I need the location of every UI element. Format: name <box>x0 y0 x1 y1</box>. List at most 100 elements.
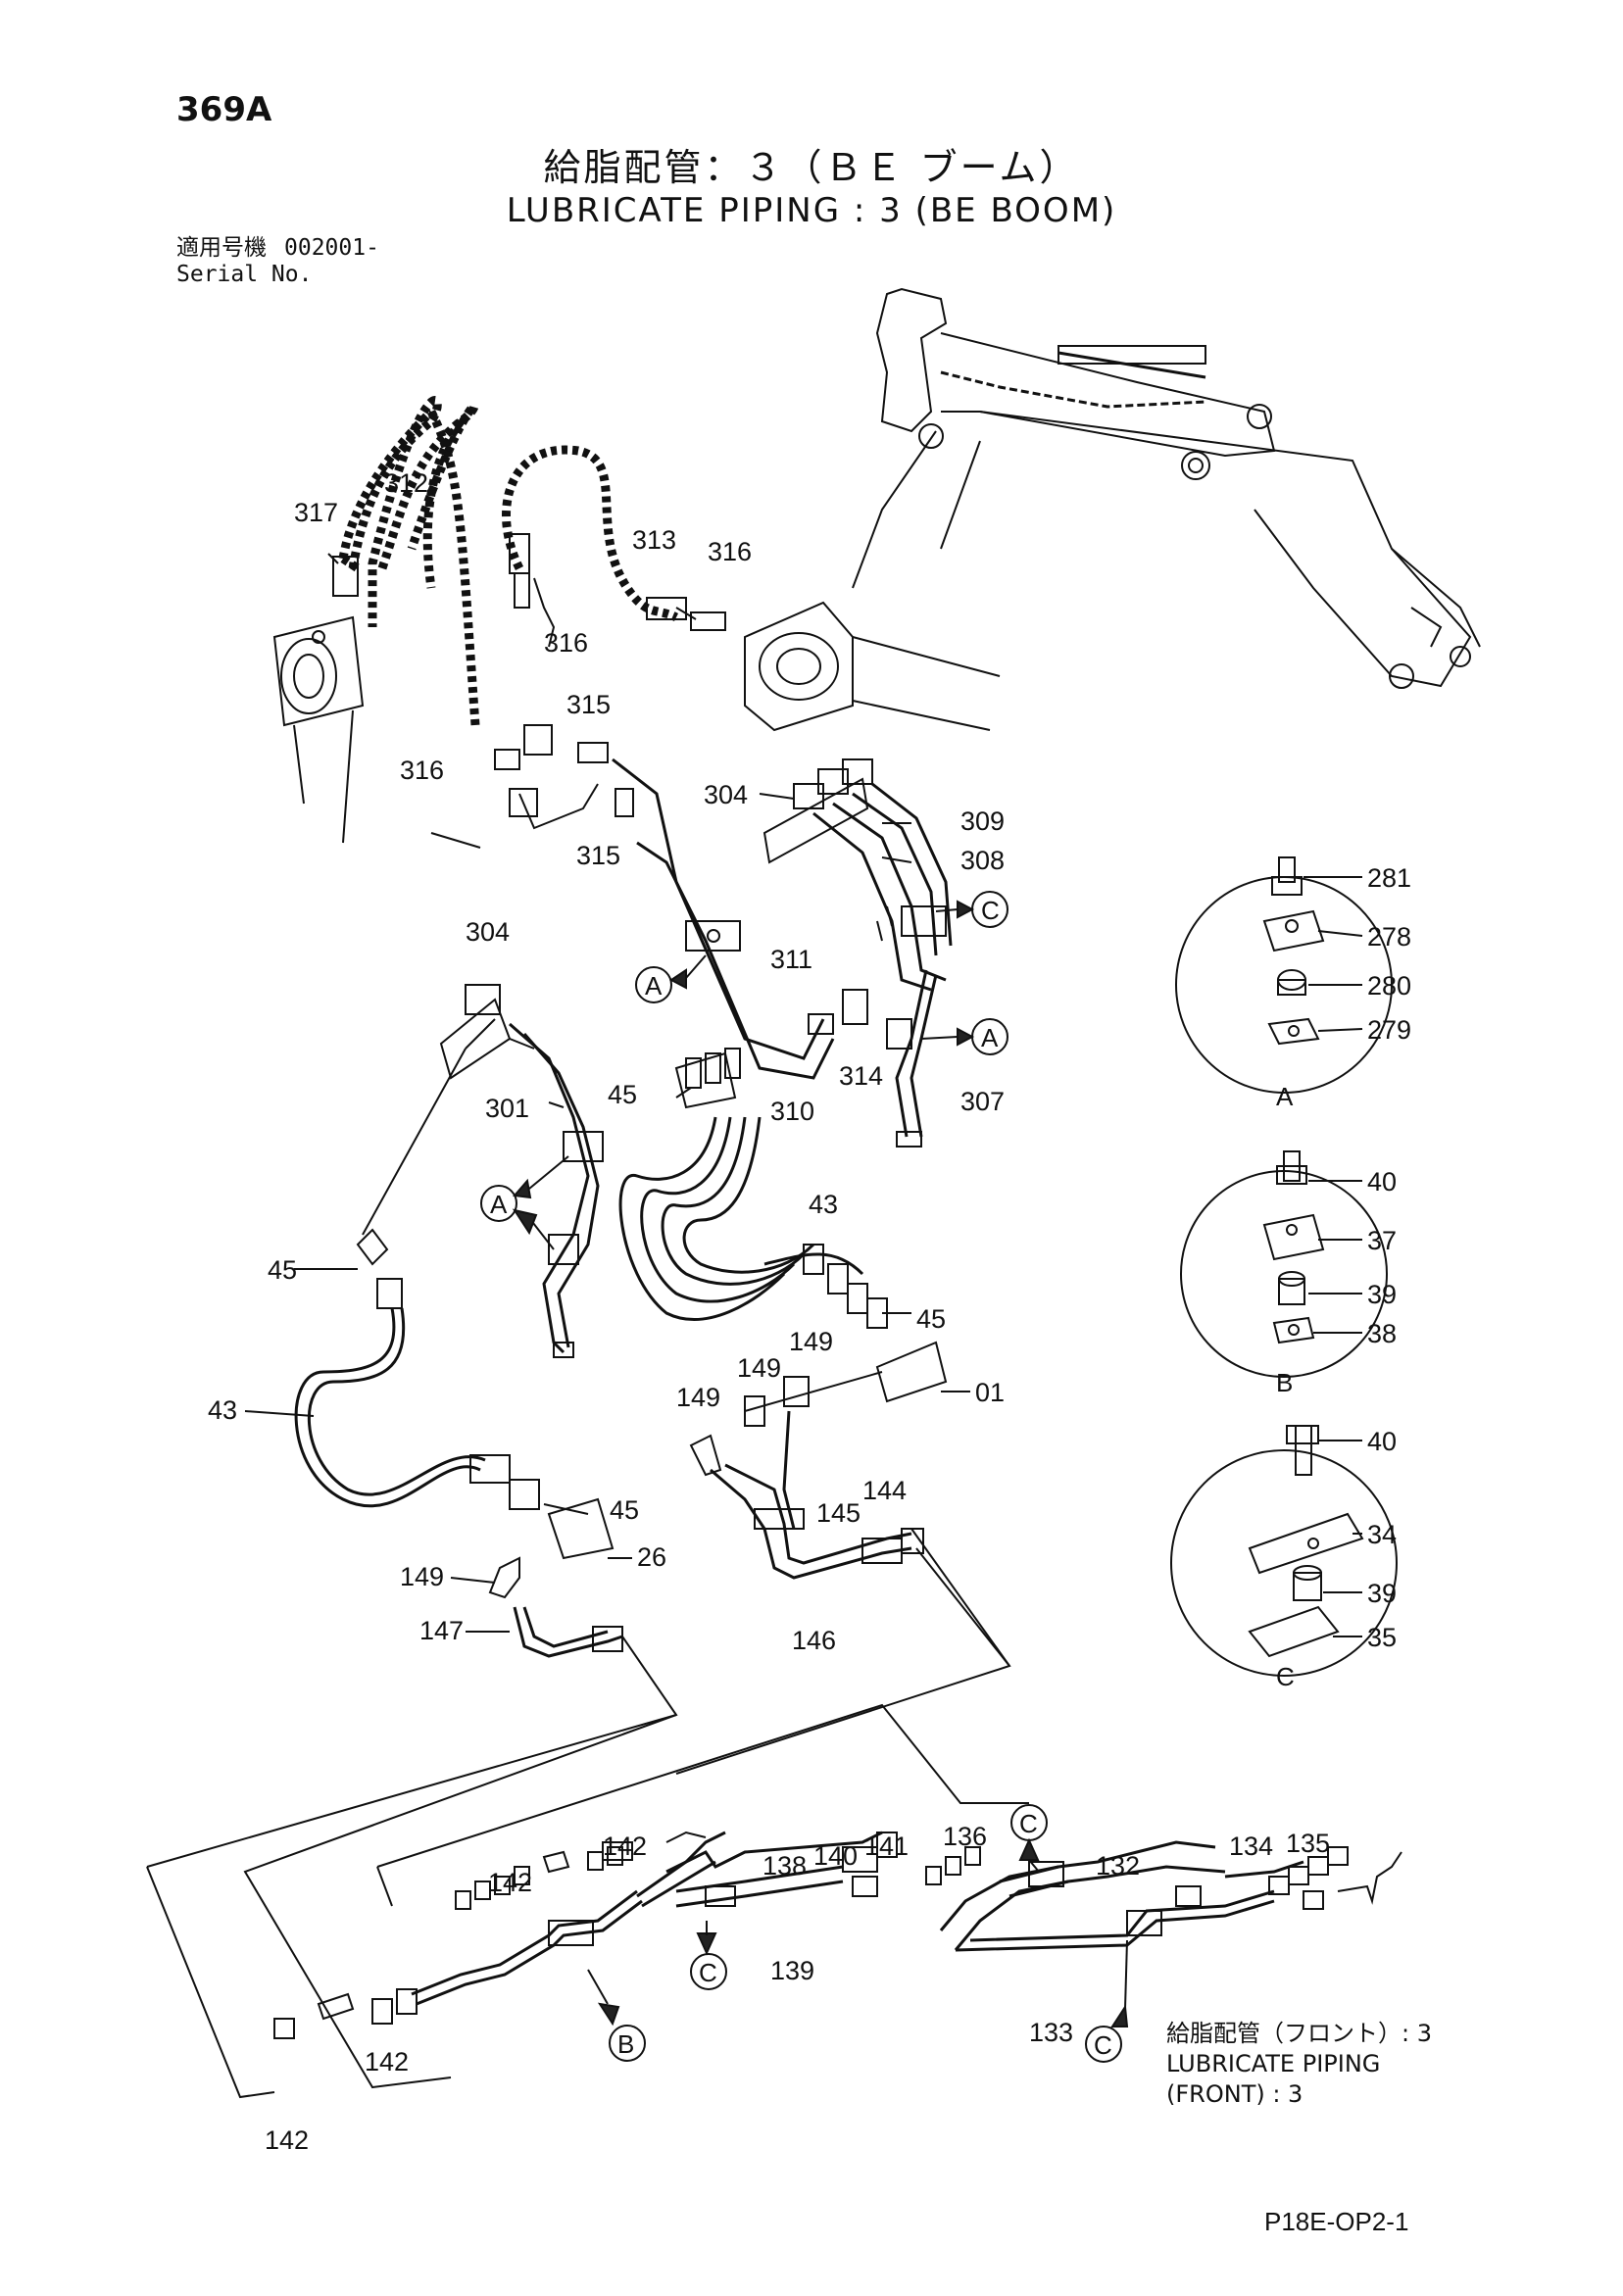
callout-c-1: C <box>981 896 1000 925</box>
front-piping <box>273 1831 898 2039</box>
label-304-a: 304 <box>704 780 748 809</box>
label-144: 144 <box>862 1476 907 1505</box>
label-45-d: 45 <box>610 1495 639 1525</box>
hose-bundle-43 <box>618 1048 888 1329</box>
pipe-301-assembly <box>439 984 604 1358</box>
detail-circle-b <box>1180 1150 1388 1378</box>
label-141: 141 <box>864 1832 909 1861</box>
block-304-pipes-309-308 <box>762 758 953 1148</box>
boom-overview <box>852 287 1481 689</box>
label-149-a: 149 <box>789 1327 833 1356</box>
label-45-a: 45 <box>608 1080 637 1109</box>
pipes-311-310 <box>612 757 868 1080</box>
label-279: 279 <box>1367 1015 1411 1045</box>
connection-lines <box>146 1528 1029 2099</box>
label-301: 301 <box>485 1094 529 1123</box>
label-135: 135 <box>1286 1829 1330 1858</box>
label-309: 309 <box>960 806 1005 836</box>
drawing-code: P18E-OP2-1 <box>1264 2207 1409 2236</box>
cylinder-center <box>744 601 1001 732</box>
front-note-english-line1: LUBRICATE PIPING <box>1166 2050 1381 2077</box>
label-39-a: 39 <box>1367 1280 1397 1309</box>
hose-312-simple <box>338 408 480 726</box>
label-314: 314 <box>839 1061 883 1091</box>
serial-label-english: Serial No. <box>176 262 313 287</box>
label-136: 136 <box>943 1822 987 1851</box>
cylinder-left <box>272 615 365 844</box>
label-40-a: 40 <box>1367 1167 1397 1197</box>
label-38: 38 <box>1367 1319 1397 1348</box>
callout-markers <box>480 891 1008 1250</box>
svg-text:A: A <box>490 1190 508 1219</box>
serial-value: 002001- <box>284 235 379 261</box>
page-title-english: LUBRICATE PIPING : 3 (BE BOOM) <box>506 191 1117 230</box>
hose-43-left <box>294 1228 623 1658</box>
label-308: 308 <box>960 846 1005 875</box>
svg-text:A: A <box>981 1023 999 1052</box>
label-39-b: 39 <box>1367 1579 1397 1608</box>
front-note-english-line2: (FRONT) : 3 <box>1166 2080 1303 2108</box>
label-304-b: 304 <box>466 917 510 947</box>
label-313: 313 <box>632 525 676 555</box>
fittings-316-315 <box>494 572 726 830</box>
label-45-c: 45 <box>916 1304 946 1334</box>
part-labels: 317 312 313 316 316 315 316 315 304 309 … <box>208 468 1411 2155</box>
label-43-b: 43 <box>208 1395 237 1425</box>
detail-letter-c: C <box>1276 1662 1295 1691</box>
label-310: 310 <box>770 1097 814 1126</box>
label-281: 281 <box>1367 863 1411 893</box>
label-35: 35 <box>1367 1623 1397 1652</box>
label-01: 01 <box>975 1378 1005 1407</box>
detail-circle-a <box>1175 856 1393 1094</box>
label-149-d: 149 <box>400 1562 444 1591</box>
label-43-a: 43 <box>809 1190 838 1219</box>
front-piping-note: 給脂配管（フロント）: 3 LUBRICATE PIPING (FRONT) :… <box>1166 2019 1432 2110</box>
label-142-b: 142 <box>488 1868 532 1897</box>
page-title-japanese: 給脂配管：３（ＢＥ ブーム） <box>543 146 1080 189</box>
detail-letter-a: A <box>1276 1082 1294 1111</box>
callout-b-front: B <box>617 2029 634 2059</box>
callout-a-1: A <box>645 971 663 1001</box>
label-280: 280 <box>1367 971 1411 1001</box>
label-139: 139 <box>770 1956 814 1985</box>
label-134: 134 <box>1229 1832 1273 1861</box>
label-278: 278 <box>1367 922 1411 952</box>
label-26: 26 <box>637 1542 666 1572</box>
label-140: 140 <box>813 1841 858 1871</box>
callout-c-front-3: C <box>1094 2030 1112 2060</box>
label-142-c: 142 <box>365 2047 409 2076</box>
callout-c-front-2: C <box>1019 1809 1038 1838</box>
label-138: 138 <box>762 1851 807 1881</box>
label-316-c: 316 <box>400 756 444 785</box>
label-146: 146 <box>792 1626 836 1655</box>
label-316-b: 316 <box>544 628 588 658</box>
label-316-a: 316 <box>708 537 752 566</box>
callout-a-3: A <box>490 1190 508 1219</box>
label-149-b: 149 <box>737 1353 781 1383</box>
label-307: 307 <box>960 1087 1005 1116</box>
label-40-b: 40 <box>1367 1427 1397 1456</box>
block-01 <box>689 1341 948 1580</box>
svg-text:C: C <box>981 896 1000 925</box>
label-317: 317 <box>294 498 338 527</box>
detail-letters: A B C <box>1276 1082 1295 1691</box>
label-315-a: 315 <box>566 690 611 719</box>
label-145: 145 <box>816 1498 861 1528</box>
label-149-c: 149 <box>676 1383 720 1412</box>
serial-label-japanese: 適用号機 <box>176 235 267 261</box>
serial-number-block: 適用号機 002001- Serial No. <box>176 235 397 288</box>
callout-a-2: A <box>981 1023 999 1052</box>
label-147: 147 <box>419 1616 464 1645</box>
front-piping-right <box>925 1840 1402 1952</box>
label-312: 312 <box>384 468 428 498</box>
page-number: 369A <box>176 90 272 129</box>
label-133: 133 <box>1029 2018 1073 2047</box>
detail-letter-b: B <box>1276 1368 1293 1397</box>
label-311: 311 <box>770 945 812 974</box>
label-142-a: 142 <box>603 1832 647 1861</box>
detail-circle-c <box>1170 1425 1398 1677</box>
label-45-b: 45 <box>268 1255 297 1285</box>
front-note-japanese: 給脂配管（フロント）: 3 <box>1166 2020 1432 2047</box>
label-315-b: 315 <box>576 841 620 870</box>
